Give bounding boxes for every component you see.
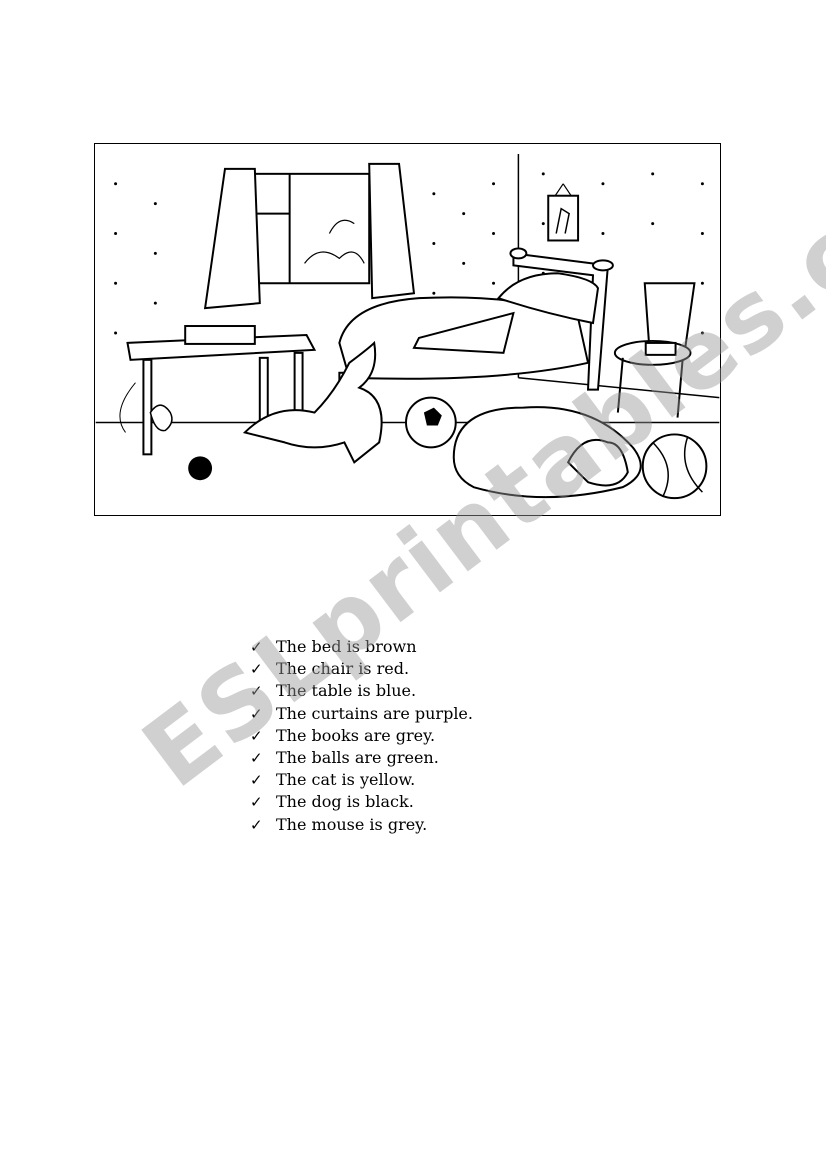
check-icon: ✓	[250, 660, 263, 679]
bedroom-scene-icon	[95, 153, 720, 500]
item-text: The chair is red.	[276, 659, 410, 679]
toy-mouse-icon	[149, 404, 173, 432]
bed-icon	[338, 247, 614, 404]
check-icon: ✓	[250, 638, 263, 656]
item-text: The mouse is grey.	[276, 814, 428, 834]
dog-icon	[242, 340, 383, 464]
item-text: The books are grey.	[276, 725, 436, 745]
list-item: ✓ The cat is yellow.	[250, 769, 473, 791]
check-icon: ✓	[250, 793, 263, 812]
list-item: ✓ The chair is red.	[250, 658, 473, 680]
check-icon: ✓	[250, 771, 263, 790]
beach-ball-icon	[641, 433, 708, 500]
window-icon	[248, 172, 371, 285]
item-text: The balls are green.	[276, 747, 439, 767]
item-text: The dog is black.	[276, 792, 414, 812]
list-item: ✓ The mouse is grey.	[250, 814, 473, 836]
check-icon: ✓	[250, 748, 263, 767]
list-item: ✓ The bed is brown	[250, 636, 473, 658]
bedroom-illustration	[94, 143, 721, 516]
cat-icon	[452, 406, 642, 499]
item-text: The table is blue.	[276, 681, 417, 701]
list-item: ✓ The curtains are purple.	[250, 703, 473, 725]
table-icon	[126, 325, 317, 456]
right-curtain-icon	[368, 162, 416, 300]
item-text: The curtains are purple.	[276, 703, 473, 723]
black-ball-icon	[188, 456, 213, 481]
sentence-checklist: ✓ The bed is brown ✓ The chair is red. ✓ Th…	[250, 636, 473, 836]
check-icon: ✓	[250, 682, 263, 701]
wall-picture-icon	[547, 194, 580, 242]
check-icon: ✓	[250, 815, 263, 834]
check-icon: ✓	[250, 704, 263, 723]
chair-icon	[613, 282, 696, 418]
left-curtain-icon	[203, 167, 261, 310]
item-text: The bed is brown	[276, 637, 417, 656]
list-item: ✓ The books are grey.	[250, 725, 473, 747]
list-item: ✓ The dog is black.	[250, 791, 473, 813]
list-item: ✓ The balls are green.	[250, 747, 473, 769]
item-text: The cat is yellow.	[276, 770, 416, 790]
check-icon: ✓	[250, 726, 263, 745]
list-item: ✓ The table is blue.	[250, 680, 473, 702]
